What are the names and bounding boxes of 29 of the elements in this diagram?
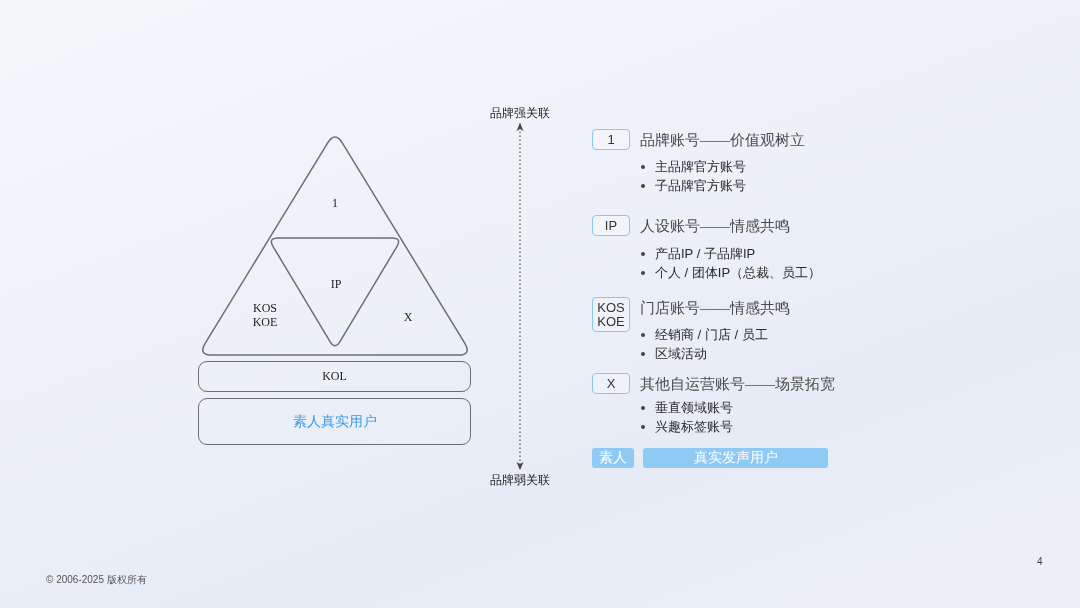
label-tag: 素人 [592,448,634,468]
bullet-text: 主品牌官方账号 [655,158,746,176]
tier-label: IP [330,276,342,292]
tier-label: X [403,309,413,325]
bullet-text: 个人 / 团体IP（总裁、员工） [655,264,822,282]
tier-badge: IP [592,215,630,236]
bullet-text: 经销商 / 门店 / 员工 [655,326,768,344]
tier-band: 素人真实用户 [198,398,471,445]
section-heading: 品牌账号——价值观树立 [640,130,805,149]
tier-band: KOL [198,361,471,392]
section-heading: 门店账号——情感共鸣 [640,298,790,318]
tier-badge: X [592,373,630,394]
axis-label: 品牌弱关联 [490,471,550,489]
section-heading: 其他自运营账号——场景拓宽 [640,374,835,393]
section-heading: 人设账号——情感共鸣 [640,216,790,235]
axis-label: 品牌强关联 [490,104,550,122]
bullet-text: 兴趣标签账号 [655,418,733,436]
bullet-text: 产品IP / 子品牌IP [655,245,756,263]
copyright-text: © 2006-2025 版权所有 [46,573,147,587]
bullet-text: 区域活动 [655,345,707,363]
tier-label: 1 [332,195,338,211]
page-number: 4 [1037,555,1043,567]
tier-label: KOS KOE [251,302,279,330]
highlight-bar: 真实发声用户 [643,448,828,468]
bullet-text: 子品牌官方账号 [655,177,746,195]
tier-badge: 1 [592,129,630,150]
bullet-text: 垂直领域账号 [655,399,733,417]
tier-badge: KOS KOE [592,297,630,332]
dotted-double-arrow [516,122,524,471]
